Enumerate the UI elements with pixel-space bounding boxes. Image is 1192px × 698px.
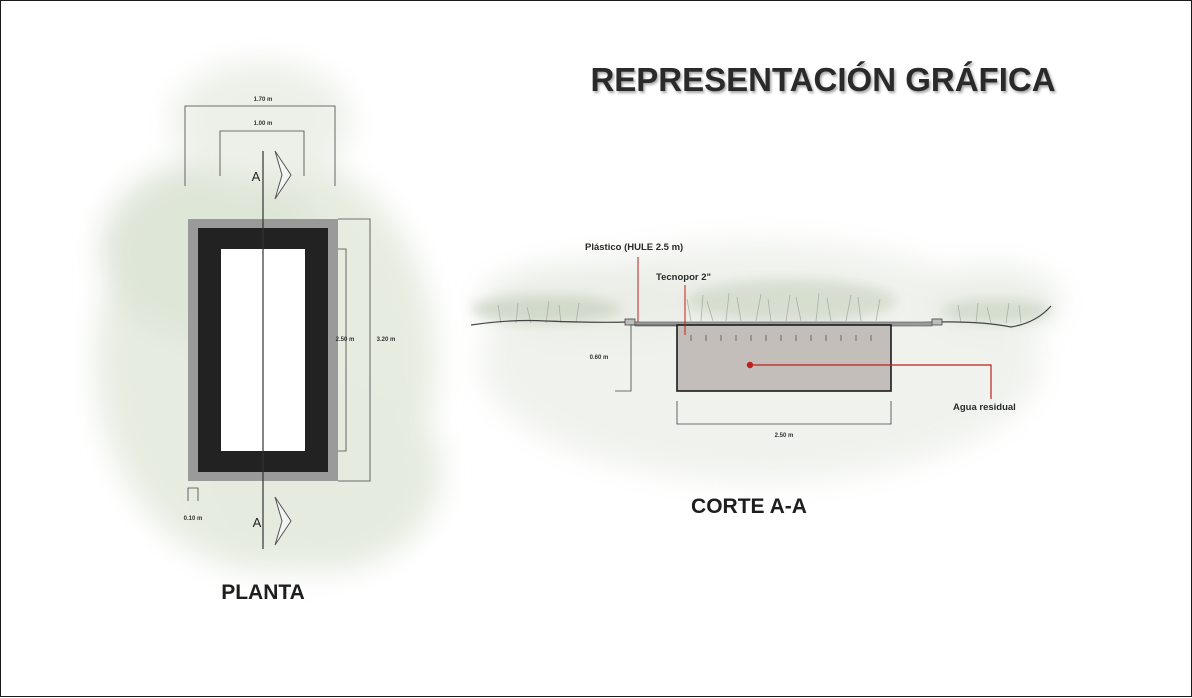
section-marker-bottom: A [253,515,262,530]
leader-water: Agua residual [746,361,1016,413]
foam-ticks [690,335,872,341]
note-plastic: Plástico (HULE 2.5 m) [585,242,683,253]
dim-total-width-label: 1.70 m [254,97,273,103]
note-water: Agua residual [953,402,1016,413]
planta-label: PLANTA [221,581,305,604]
dim-inner-length: 2.50 m [336,248,355,452]
planta-drawing: 1.70 m 1.00 m A A 2.50 m 3.20 m [184,97,396,604]
note-foam: Tecnopor 2" [656,272,711,283]
section-arrow-top: A [252,150,292,200]
leader-foam: Tecnopor 2" [656,272,711,335]
grass-texture [471,279,1051,323]
plastic-edge-left [624,318,636,326]
dim-total-length-label: 3.20 m [377,337,396,343]
dim-inner-width-label: 1.00 m [254,121,273,127]
dim-border: 0.10 m [184,487,203,522]
leader-plastic: Plástico (HULE 2.5 m) [585,242,683,322]
section-marker-top: A [252,169,261,184]
dim-total-width: 1.70 m [184,97,336,186]
dim-width-label: 2.50 m [775,433,794,439]
dim-total-length: 3.20 m [338,218,396,482]
dim-width: 2.50 m [676,401,892,439]
dim-border-label: 0.10 m [184,516,203,522]
plastic-edge-right [931,318,943,326]
page-title: REPRESENTACIÓN GRÁFICA [590,61,1055,98]
corte-drawing: Plástico (HULE 2.5 m) Tecnopor 2" Agua r… [470,242,1052,518]
water-basin [676,324,892,392]
dim-inner-length-label: 2.50 m [336,337,355,343]
section-arrow-bottom: A [253,496,292,546]
corte-label: CORTE A-A [691,495,807,518]
dim-depth-label: 0.60 m [590,355,609,361]
grass-blades [497,292,1022,324]
dim-depth: 0.60 m [590,324,677,392]
dim-inner-width: 1.00 m [219,121,305,176]
